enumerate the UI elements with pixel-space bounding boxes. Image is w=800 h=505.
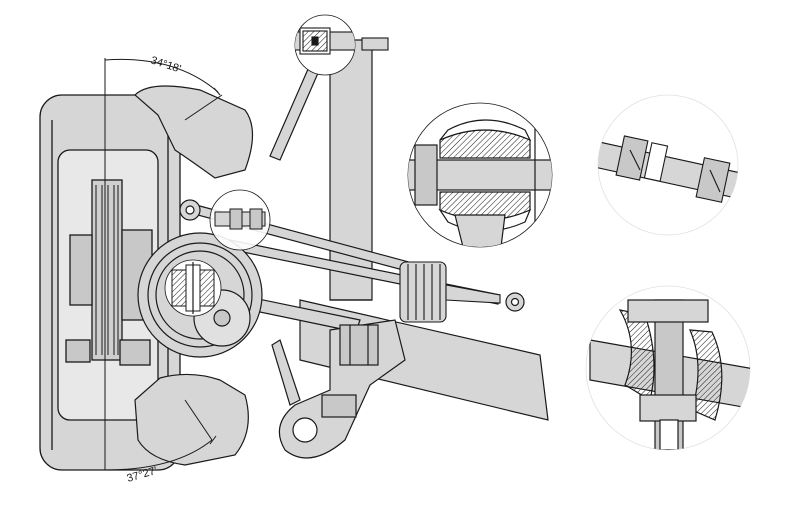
angle-construction <box>104 58 223 471</box>
wheel-lock-outline-top <box>134 85 254 179</box>
wheel-tyre <box>39 94 181 471</box>
detail-circle-lower-bushing <box>585 285 751 451</box>
detail-circle-bushing <box>407 102 553 248</box>
detail-circle-rod-end <box>597 94 739 236</box>
angle-label-top: 34°18' <box>149 54 182 75</box>
detail-circle-tierod <box>209 189 271 251</box>
detail-circle-top <box>294 14 389 76</box>
detail-circle-chamber <box>164 259 222 317</box>
lower-control-arm <box>271 319 406 459</box>
wheel-lock-outline-bottom <box>134 373 249 466</box>
rubber-boot <box>399 261 501 323</box>
